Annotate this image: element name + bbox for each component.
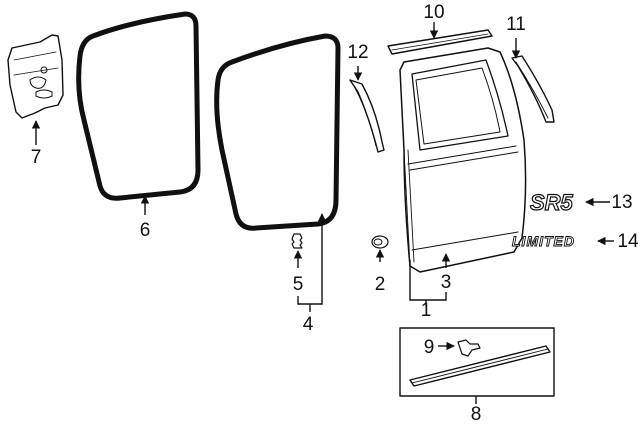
label-7: 7 [31, 147, 42, 168]
callout-6: 6 [140, 195, 151, 241]
label-10: 10 [423, 2, 444, 23]
label-8: 8 [471, 404, 482, 425]
label-5: 5 [293, 274, 304, 295]
sr5-emblem-text: SR5 [530, 190, 574, 215]
label-14: 14 [617, 231, 639, 252]
label-6: 6 [140, 220, 151, 241]
label-3: 3 [441, 272, 452, 293]
label-2: 2 [375, 274, 386, 295]
part-8-molding-kit-box [399, 327, 555, 397]
part-13-sr5-emblem: SR5 [529, 189, 574, 215]
part-5-clip [291, 233, 303, 249]
part-6-weatherstrip [76, 11, 201, 201]
callout-8: 8 [471, 396, 482, 425]
part-10-belt-molding [387, 29, 493, 55]
callout-2: 2 [375, 249, 386, 295]
callout-4-5: 5 4 [293, 213, 327, 335]
label-4: 4 [303, 314, 314, 335]
label-13: 13 [611, 192, 632, 213]
label-12: 12 [347, 42, 368, 63]
part-2-plug [371, 235, 389, 249]
callout-11: 11 [506, 14, 526, 59]
label-11: 11 [506, 14, 526, 35]
callout-1-3: 3 1 [409, 253, 452, 321]
part-7-trim-panel [7, 34, 64, 119]
callout-7: 7 [31, 120, 42, 168]
part-12-garnish [349, 79, 385, 153]
limited-emblem-text: LIMITED [512, 233, 575, 249]
part-11-garnish [511, 55, 555, 123]
callout-12: 12 [347, 42, 369, 81]
part-1-door-shell [399, 47, 527, 273]
callout-13: 13 [585, 192, 633, 213]
part-9-clip [457, 339, 481, 357]
callout-9: 9 [424, 337, 455, 358]
callout-10: 10 [423, 2, 445, 39]
callout-14: 14 [597, 231, 639, 252]
label-1: 1 [421, 300, 432, 321]
label-9: 9 [424, 337, 435, 358]
part-14-limited-emblem: LIMITED [512, 233, 575, 250]
part-4-weatherstrip [214, 33, 341, 231]
